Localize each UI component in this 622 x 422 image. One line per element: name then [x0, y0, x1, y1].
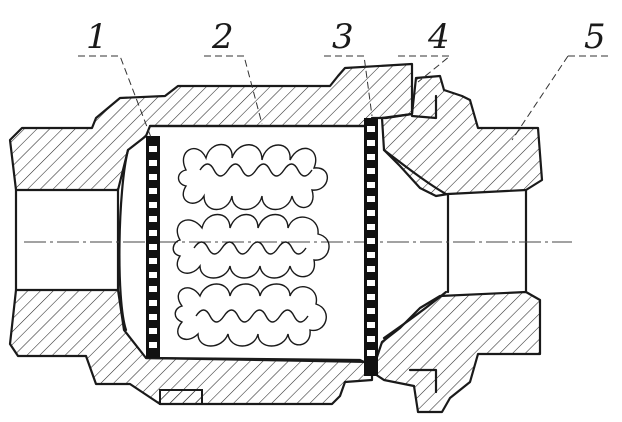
coil-row-middle [172, 213, 330, 279]
callout-label-5: 5 [584, 17, 606, 57]
left-body-lower-section [8, 288, 374, 406]
right-cap-lower-ring [408, 368, 438, 394]
right-outlet-bore [446, 188, 528, 294]
coil-row-top-loops [199, 163, 313, 177]
right-cone-seat [382, 148, 448, 340]
coil-packing-element [172, 143, 330, 347]
leader-line-1 [78, 55, 153, 141]
right-cap-lower-section [370, 290, 542, 414]
leader-line-4 [398, 55, 452, 83]
left-inlet-bore [14, 188, 120, 292]
left-body-upper-section [8, 62, 414, 192]
callout-label-4: 4 [427, 17, 450, 57]
callout-label-2: 2 [211, 17, 234, 57]
leader-line-2 [204, 55, 263, 125]
bottom-boss [159, 389, 203, 405]
chamber-outline [144, 124, 374, 364]
callout-label-3: 3 [332, 17, 354, 57]
callout-label-1: 1 [86, 17, 108, 57]
coil-row-bottom-loops [195, 309, 309, 323]
leader-line-5 [511, 55, 612, 141]
left-perforated-screen [146, 136, 160, 358]
leader-line-3 [324, 55, 373, 117]
coil-row-middle-loops [193, 241, 307, 255]
right-cap-upper-section [380, 74, 544, 198]
right-perforated-screen [364, 118, 378, 376]
coil-row-bottom [174, 283, 327, 347]
coil-row-top [177, 143, 329, 211]
chamber-left-curve [118, 148, 130, 332]
right-cap-upper-ring [410, 94, 438, 120]
